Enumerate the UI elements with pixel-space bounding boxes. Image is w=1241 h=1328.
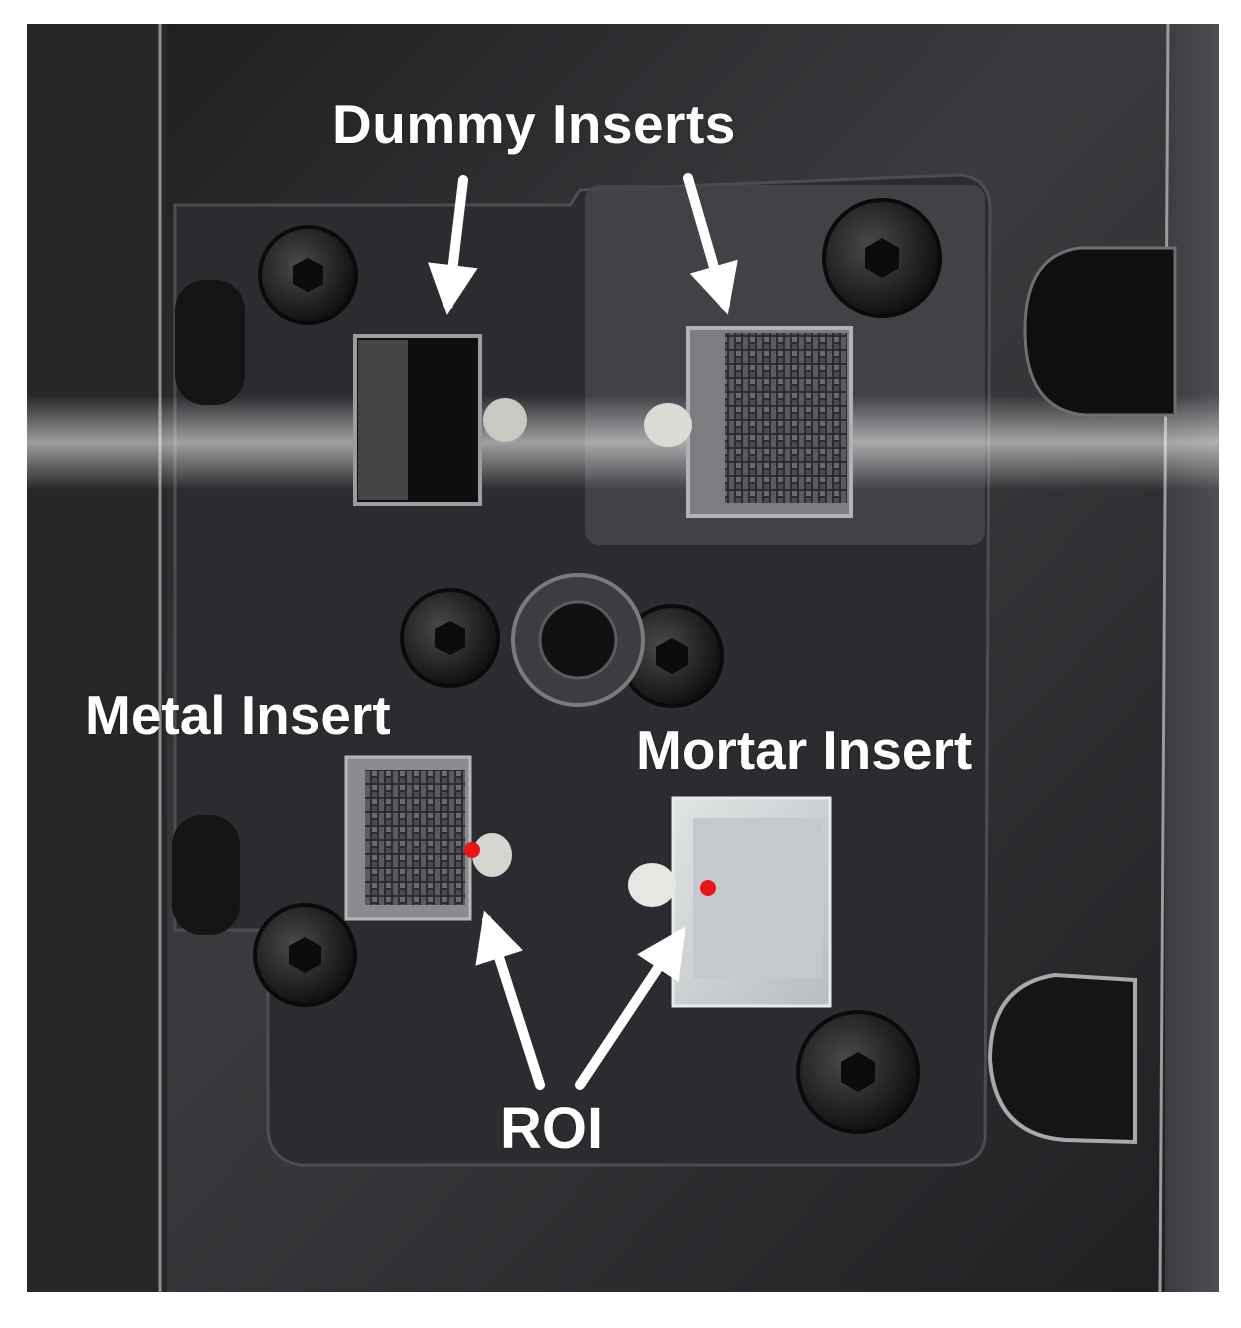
hex-socket (865, 238, 899, 278)
arrow-roi-mortar (575, 926, 686, 1090)
mortar-insert-surface (693, 818, 823, 978)
arrow-dummy-left (427, 175, 478, 315)
hex-socket (289, 937, 321, 973)
arrow-roi-metal (475, 910, 545, 1090)
screws (253, 198, 942, 1134)
left-plate-strip (27, 24, 167, 1292)
left-slot-bottom (172, 815, 240, 935)
arrow-dummy-right (683, 173, 738, 315)
right-seam (1158, 23, 1170, 1293)
gate-mortar (628, 863, 676, 907)
hex-socket (656, 638, 688, 674)
gate-left-top (483, 398, 527, 442)
metal-insert-label: Metal Insert (85, 684, 391, 746)
right-plate-strip (1165, 24, 1219, 1292)
left-slot-top (175, 280, 245, 405)
roi-label: ROI (500, 1096, 604, 1161)
gate-metal (472, 833, 512, 877)
right-opening-bottom (987, 972, 1137, 1145)
dummy-inserts-label: Dummy Inserts (332, 93, 736, 155)
hex-socket (293, 258, 323, 292)
gate-right-top (644, 403, 692, 447)
roi-marker-metal (464, 842, 480, 858)
right-opening-top (1023, 246, 1177, 417)
hex-socket (841, 1052, 875, 1092)
dummy-insert-left-wall (358, 340, 408, 500)
metal-insert-pattern (365, 770, 465, 905)
roi-marker-mortar (700, 880, 716, 896)
light-reflection (27, 395, 1219, 490)
sprue-hole (538, 600, 618, 680)
dummy-insert-right-pattern (725, 333, 847, 503)
hex-socket (435, 621, 465, 655)
mortar-insert-label: Mortar Insert (636, 719, 973, 781)
